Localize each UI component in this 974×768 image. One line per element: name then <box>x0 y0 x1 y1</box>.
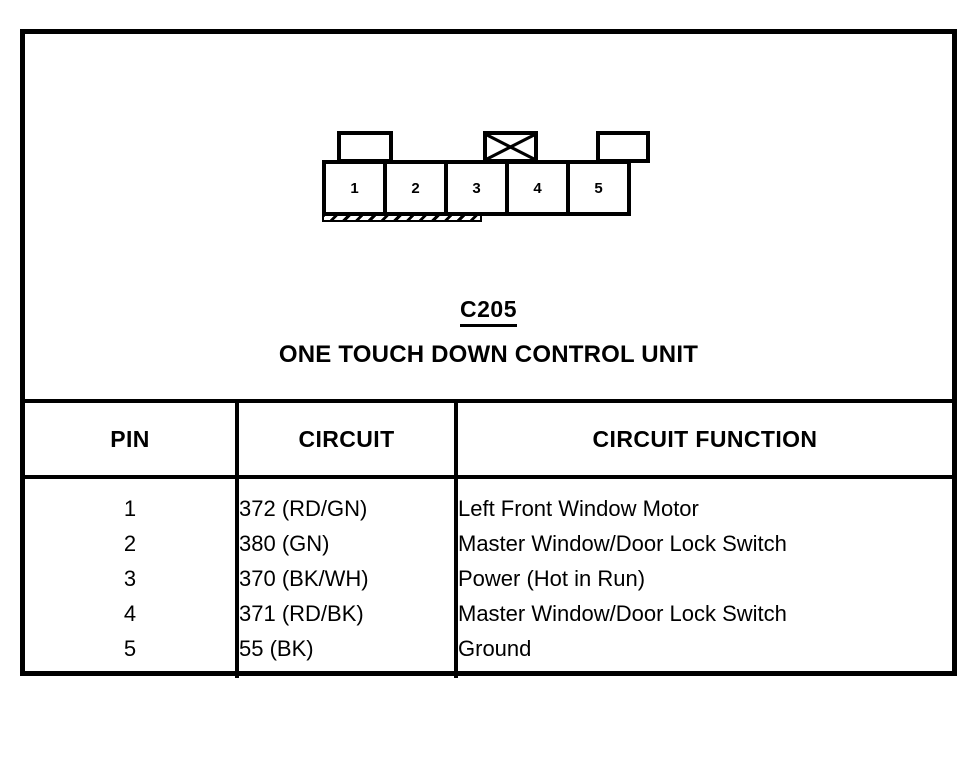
table-row: 5 55 (BK) Ground <box>25 631 952 678</box>
connector-tab-pin5 <box>596 131 650 163</box>
connector-pin-cell-5: 5 <box>566 160 631 216</box>
table-bottom-rule <box>25 672 952 676</box>
cell-circuit-function: Power (Hot in Run) <box>454 561 952 596</box>
table-row: 3 370 (BK/WH) Power (Hot in Run) <box>25 561 952 596</box>
connector-pin-cell-3: 3 <box>444 160 509 216</box>
table-header-circuit: CIRCUIT <box>235 399 456 479</box>
cell-circuit-function: Ground <box>454 631 952 678</box>
cell-pin: 1 <box>123 495 137 521</box>
pinout-table: PIN CIRCUIT CIRCUIT FUNCTION 1 372 (RD/G… <box>25 399 952 678</box>
pinout-table-body: 1 372 (RD/GN) Left Front Window Motor 2 … <box>25 477 952 678</box>
cell-circuit-function: Master Window/Door Lock Switch <box>454 526 952 561</box>
connector-tab-pin3-keyed <box>483 131 538 163</box>
cell-circuit: 370 (BK/WH) <box>235 561 456 596</box>
connector-pin-cell-4: 4 <box>505 160 570 216</box>
cell-pin: 3 <box>123 565 137 591</box>
cell-circuit-function: Master Window/Door Lock Switch <box>454 596 952 631</box>
cell-pin: 2 <box>123 530 137 556</box>
unit-name-label: ONE TOUCH DOWN CONTROL UNIT <box>278 341 699 369</box>
connector-tab-pin1 <box>337 131 393 163</box>
x-cross-icon <box>487 135 534 159</box>
cell-pin: 5 <box>123 635 137 661</box>
title-block: C205 ONE TOUCH DOWN CONTROL UNIT <box>25 296 952 369</box>
table-row: 1 372 (RD/GN) Left Front Window Motor <box>25 477 952 526</box>
cell-circuit: 371 (RD/BK) <box>235 596 456 631</box>
table-header-pin: PIN <box>25 399 237 479</box>
table-header-row: PIN CIRCUIT CIRCUIT FUNCTION <box>25 399 952 479</box>
cell-circuit-function: Left Front Window Motor <box>454 477 952 526</box>
connector-id-label: C205 <box>460 296 517 328</box>
connector-pictogram: 1 2 3 4 5 <box>300 100 680 235</box>
connector-pin-cell-1: 1 <box>322 160 387 216</box>
connector-body: 1 2 3 4 5 <box>322 160 631 216</box>
table-row: 4 371 (RD/BK) Master Window/Door Lock Sw… <box>25 596 952 631</box>
cell-circuit: 55 (BK) <box>235 631 456 678</box>
cell-circuit: 372 (RD/GN) <box>235 477 456 526</box>
connector-pin-cell-2: 2 <box>383 160 448 216</box>
table-header-circuit-function: CIRCUIT FUNCTION <box>454 399 952 479</box>
table-row: 2 380 (GN) Master Window/Door Lock Switc… <box>25 526 952 561</box>
cell-circuit: 380 (GN) <box>235 526 456 561</box>
cell-pin: 4 <box>123 600 137 626</box>
